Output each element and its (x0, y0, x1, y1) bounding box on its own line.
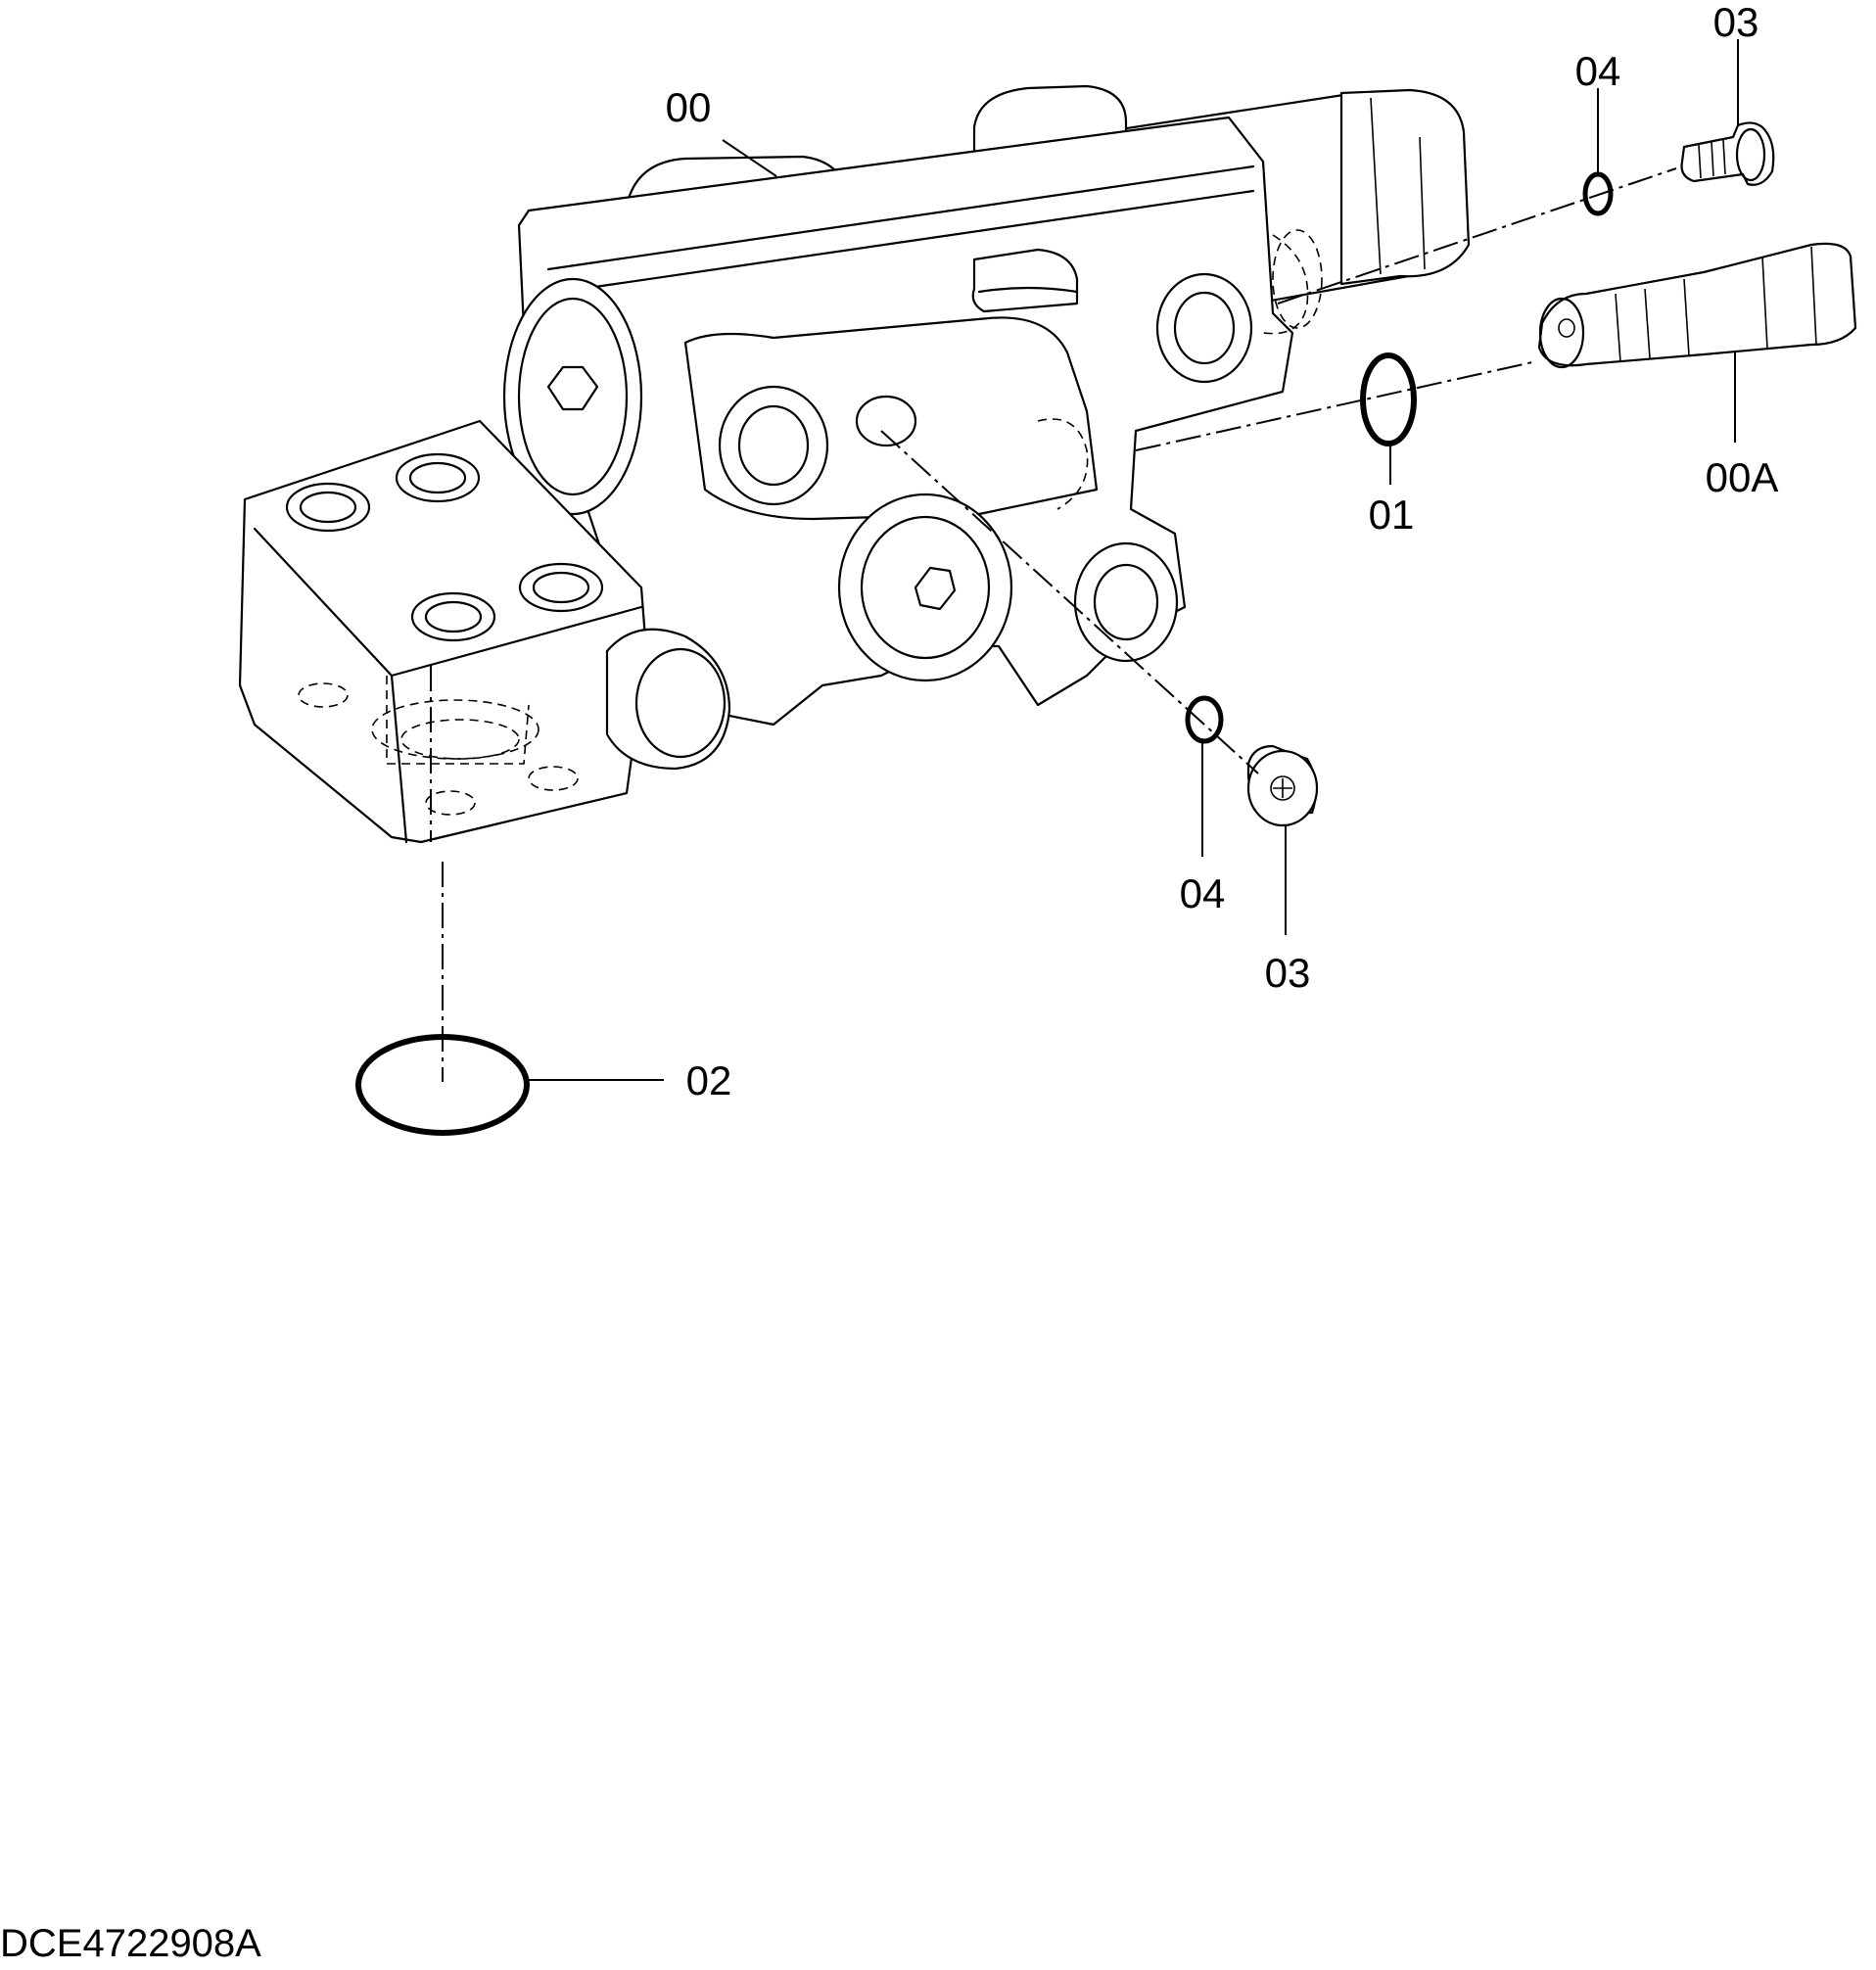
document-id: DCE4722908A (0, 1922, 261, 1965)
assembly-centerlines (430, 167, 1677, 1082)
seal-ring-04-top (1582, 171, 1614, 216)
callout-04-top: 04 (1575, 48, 1621, 94)
callout-03-lower: 03 (1265, 950, 1311, 996)
callout-01: 01 (1369, 492, 1415, 538)
callout-02: 02 (686, 1057, 732, 1103)
callout-00a: 00A (1706, 454, 1779, 500)
o-ring-01 (1360, 352, 1417, 446)
plug-03-lower (1246, 744, 1319, 827)
seal-ring-04-lower (1185, 695, 1224, 744)
callout-03-top: 03 (1713, 0, 1759, 45)
cartridge-valve-00a (1537, 242, 1857, 369)
callout-04-lower: 04 (1180, 870, 1226, 916)
valve-body (238, 84, 1471, 844)
leader-lines (527, 39, 1739, 1081)
plug-03-top (1680, 121, 1775, 186)
callout-00: 00 (666, 84, 712, 130)
